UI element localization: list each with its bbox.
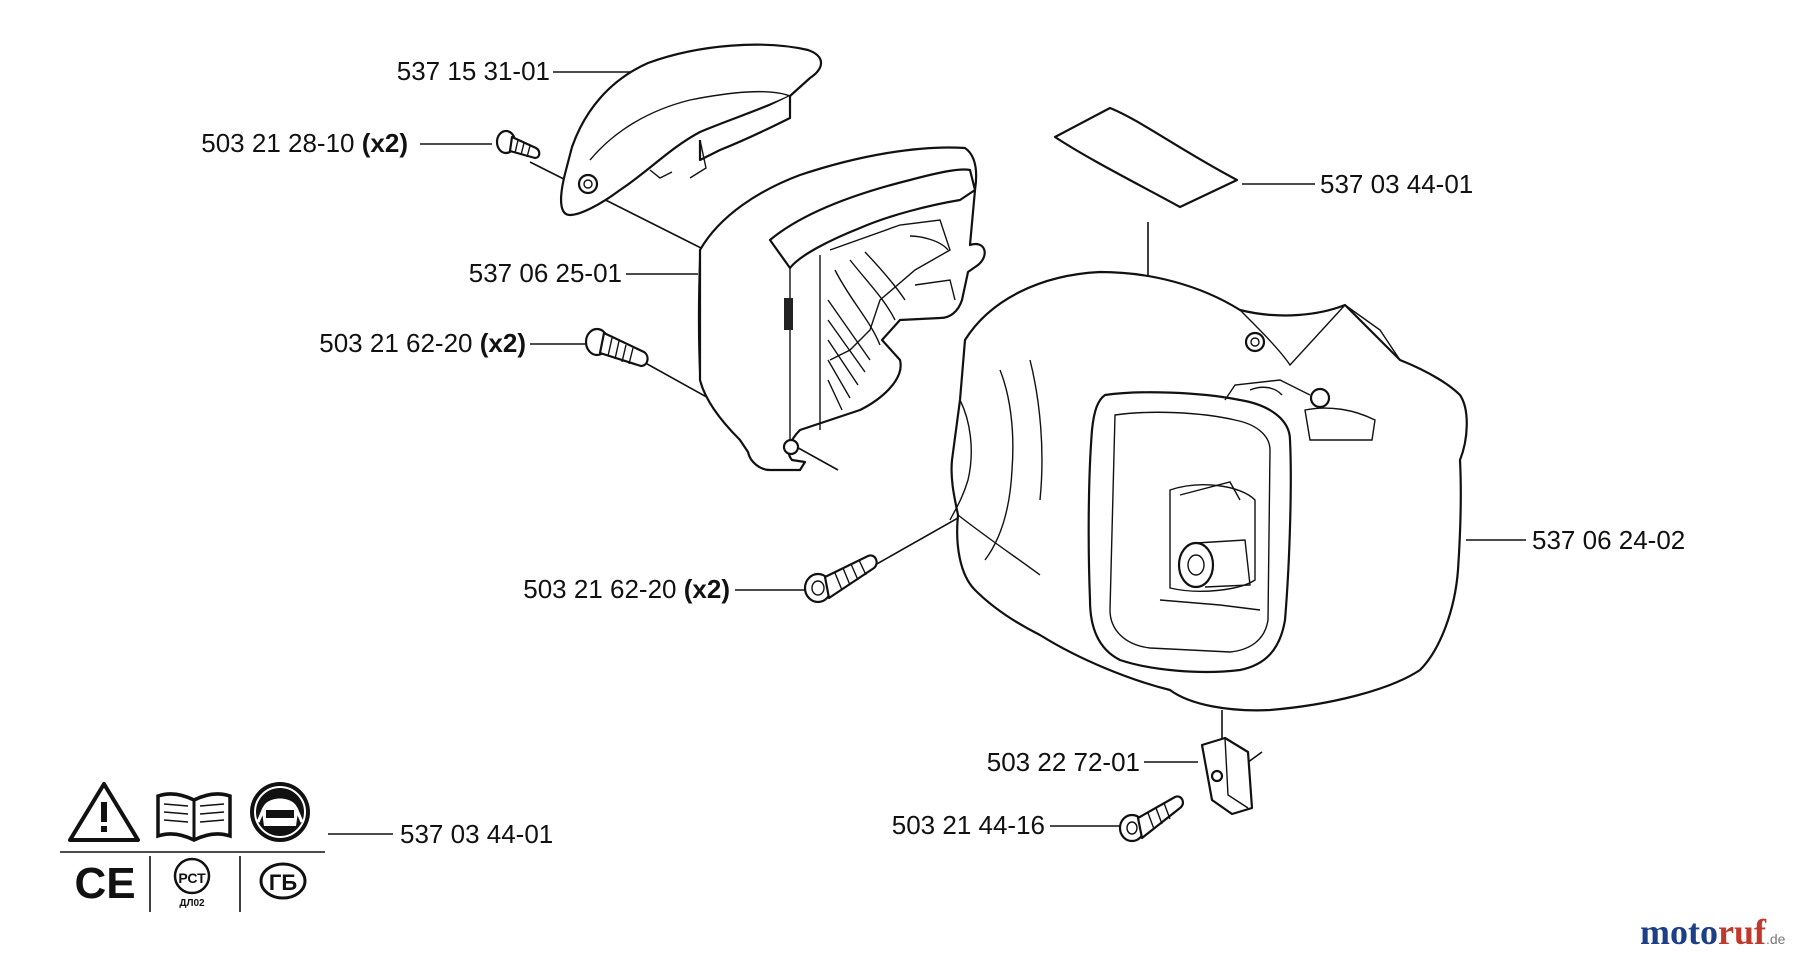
top-cover-part (560, 43, 823, 217)
gost-mark: РСТ ДЛ02 (173, 857, 211, 909)
ce-mark: CE (74, 859, 135, 908)
clip-part (1200, 736, 1254, 816)
label-cover-screw: 503 21 28-10 (x2) (201, 128, 408, 158)
decal-part (1053, 106, 1239, 209)
clip-screw-part (1118, 795, 1184, 843)
label-clip-screw: 503 21 44-16 (892, 810, 1045, 840)
svg-text:ГБ: ГБ (269, 870, 297, 895)
label-cylinder-cover-screw: 503 21 62-20 (x2) (523, 574, 730, 604)
open-book-icon (156, 792, 232, 842)
cover-screw-part (495, 129, 541, 160)
label-housing-screw: 503 21 62-20 (x2) (319, 328, 526, 358)
label-cylinder-cover: 537 06 24-02 (1532, 525, 1685, 555)
part-labels: 537 15 31-01 503 21 28-10 (x2) 537 06 25… (201, 56, 1685, 849)
air-filter-housing-part (697, 146, 986, 472)
warning-triangle-icon (68, 782, 140, 842)
svg-text:CE: CE (74, 859, 135, 908)
svg-text:motoruf.de: motoruf.de (1640, 912, 1786, 952)
svg-text:РСТ: РСТ (178, 870, 206, 886)
gb-mark: ГБ (259, 862, 307, 900)
label-clip: 503 22 72-01 (987, 747, 1140, 777)
svg-text:ДЛ02: ДЛ02 (179, 898, 205, 909)
label-top-cover: 537 15 31-01 (397, 56, 550, 86)
label-symbols-decal: 537 03 44-01 (400, 819, 553, 849)
head-protection-icon (250, 782, 310, 842)
cylinder-cover-part (949, 270, 1468, 712)
label-air-filter-housing: 537 06 25-01 (469, 258, 622, 288)
cylinder-cover-screw-part (803, 554, 878, 604)
housing-screw-part (584, 327, 649, 368)
label-decal: 537 03 44-01 (1320, 169, 1473, 199)
watermark-logo: motoruf.de (1640, 912, 1786, 952)
symbols-decal-panel: CE РСТ ДЛ02 ГБ (60, 782, 325, 912)
